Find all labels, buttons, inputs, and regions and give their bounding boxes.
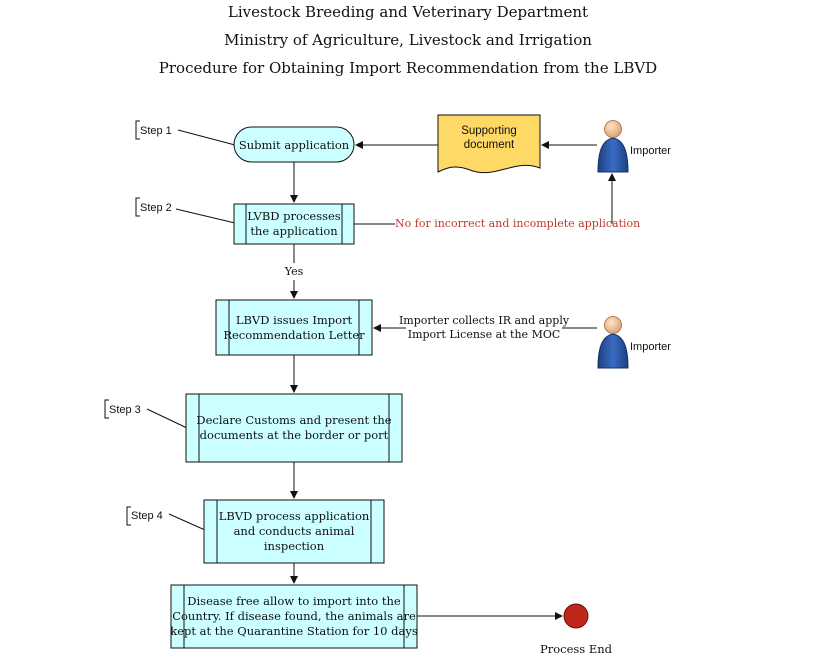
person-icon bbox=[597, 120, 629, 173]
disease-outcome-text-2: Country. If disease found, the animals a… bbox=[172, 609, 416, 623]
issue-recommendation-node: LBVD issues Import Recommendation Letter bbox=[215, 299, 373, 356]
collects-label-1: Importer collects IR and apply bbox=[399, 314, 570, 327]
step-1-callout: Step 1 bbox=[135, 120, 236, 146]
process-application-node: LVBD processes the application bbox=[233, 203, 355, 245]
step-3-label: Step 3 bbox=[109, 404, 141, 416]
step-2-callout: Step 2 bbox=[135, 197, 236, 224]
disease-outcome-text-3: kept at the Quarantine Station for 10 da… bbox=[170, 624, 418, 638]
header-procedure-title: Procedure for Obtaining Import Recommend… bbox=[159, 59, 657, 77]
step-4-callout: Step 4 bbox=[126, 506, 206, 531]
person-icon bbox=[597, 316, 629, 369]
process-application-text-2: the application bbox=[250, 224, 338, 238]
submit-application-node: Submit application bbox=[233, 126, 355, 163]
supporting-document-text-2: document bbox=[464, 139, 515, 151]
step-4-label: Step 4 bbox=[131, 510, 163, 522]
collects-label-2: Import License at the MOC bbox=[408, 328, 561, 341]
declare-customs-text-1: Declare Customs and present the bbox=[196, 413, 391, 427]
importer-mid-label: Importer bbox=[630, 341, 671, 353]
issue-recommendation-text-1: LBVD issues Import bbox=[236, 313, 353, 327]
header-ministry: Ministry of Agriculture, Livestock and I… bbox=[224, 31, 592, 49]
process-application-text-1: LVBD processes bbox=[247, 209, 341, 223]
inspection-text-3: inspection bbox=[264, 539, 325, 553]
step-2-label: Step 2 bbox=[140, 202, 172, 214]
process-end-label: Process End bbox=[540, 642, 613, 656]
inspection-text-1: LBVD process application bbox=[219, 509, 370, 523]
disease-outcome-node: Disease free allow to import into the Co… bbox=[170, 584, 418, 649]
inspection-text-2: and conducts animal bbox=[234, 524, 355, 538]
submit-application-text: Submit application bbox=[239, 138, 350, 152]
disease-outcome-text-1: Disease free allow to import into the bbox=[187, 594, 401, 608]
importer-mid-actor: Importer bbox=[597, 316, 671, 369]
inspection-node: LBVD process application and conducts an… bbox=[203, 499, 385, 564]
no-branch-label: No for incorrect and incomplete applicat… bbox=[395, 217, 640, 230]
importer-top-label: Importer bbox=[630, 145, 671, 157]
issue-recommendation-text-2: Recommendation Letter bbox=[223, 328, 365, 342]
header-department: Livestock Breeding and Veterinary Depart… bbox=[228, 3, 588, 21]
declare-customs-text-2: documents at the border or port bbox=[200, 428, 389, 442]
step-1-label: Step 1 bbox=[140, 125, 172, 137]
supporting-document-text-1: Supporting bbox=[461, 125, 517, 137]
step-3-callout: Step 3 bbox=[104, 399, 188, 429]
supporting-document-node: Supporting document bbox=[437, 114, 541, 174]
process-end-node: Process End bbox=[540, 603, 613, 656]
declare-customs-node: Declare Customs and present the document… bbox=[185, 393, 403, 463]
yes-label: Yes bbox=[284, 265, 304, 278]
importer-top-actor: Importer bbox=[597, 120, 671, 173]
